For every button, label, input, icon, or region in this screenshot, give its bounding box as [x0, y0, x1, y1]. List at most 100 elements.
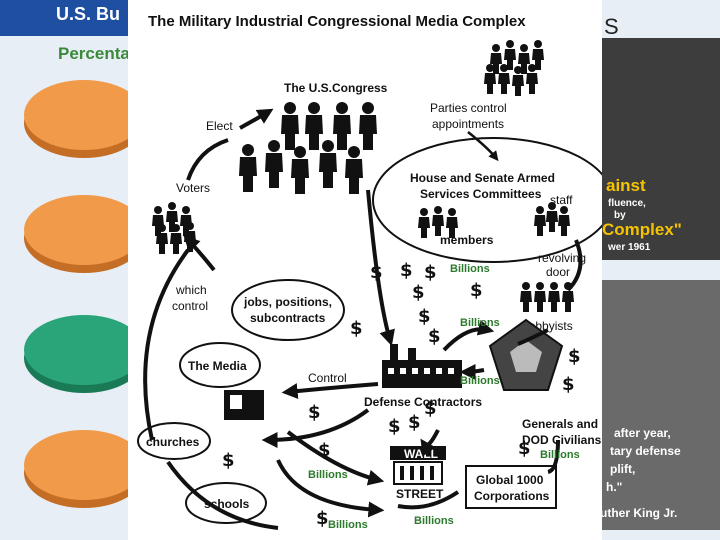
dollar-2: $	[400, 260, 413, 281]
background-photo-2: after year, tary defense plift, h." uthe…	[592, 280, 720, 530]
dollar-1: $	[370, 262, 383, 283]
churches-label: churches	[146, 435, 200, 449]
which-control-label-1: which	[175, 283, 207, 297]
parties-people-icon	[484, 40, 544, 96]
schools-arrow	[276, 459, 385, 518]
tv-screen-icon	[230, 395, 242, 409]
left-loop-arrow	[143, 248, 190, 441]
global-box	[465, 465, 557, 509]
global-label-1: Global 1000	[476, 473, 544, 487]
pentagon-arrow	[459, 363, 485, 380]
jobs-label-1: jobs, positions,	[243, 295, 332, 309]
which-control-label-2: control	[172, 299, 208, 313]
elect-arrow	[239, 108, 274, 130]
diagram-panel: The Military Industrial Congressional Me…	[128, 0, 602, 540]
background-letter: S	[604, 14, 619, 39]
committees-label-2: Services Committees	[420, 187, 542, 201]
revolving-label-2: door	[546, 265, 570, 279]
dollar-9: $	[568, 346, 581, 367]
dollar-4: $	[412, 282, 425, 303]
dollar-11: $	[308, 402, 321, 423]
parties-arrow	[467, 131, 499, 162]
dollar-17: $	[316, 508, 329, 529]
parties-label-2: appointments	[432, 117, 504, 131]
control-arrow	[281, 382, 379, 400]
factory-icon	[382, 344, 462, 388]
background-photo-1: ainst fluence, by Complex" wer 1961	[592, 38, 720, 260]
dollar-3: $	[424, 262, 437, 283]
quote2-line4: h."	[606, 480, 623, 494]
quote1-line3: by	[614, 210, 626, 221]
billions-label-2: Billions	[460, 317, 500, 329]
revolving-label-1: revolving	[538, 251, 586, 265]
quote1-line2: fluence,	[608, 198, 646, 209]
media-bubble	[179, 342, 261, 388]
dollar-18: $	[518, 438, 531, 459]
billions-label-7: Billions	[414, 515, 454, 527]
dollar-16: $	[318, 440, 331, 461]
revolving-arrow	[566, 239, 583, 292]
dollar-6: $	[418, 306, 431, 327]
diagram-title: The Military Industrial Congressional Me…	[148, 13, 526, 30]
billions-label-1: Billions	[450, 263, 490, 275]
dollar-10: $	[562, 374, 575, 395]
lobbyists-people-icon	[520, 282, 574, 312]
voters-label: Voters	[176, 181, 210, 195]
staff-people-icon	[534, 202, 570, 236]
quote2-line2: tary defense	[610, 444, 681, 458]
generals-to-global-arrow	[547, 439, 560, 474]
dollar-5: $	[470, 280, 483, 301]
dollar-15: $	[222, 450, 235, 471]
jobs-bubble	[231, 279, 345, 341]
pie-chart-4	[24, 430, 144, 500]
voters-people-icon	[152, 202, 196, 254]
street-label: STREET	[396, 487, 444, 501]
generals-label-2: DOD Civilians	[522, 433, 602, 447]
billions-label-6: Billions	[328, 519, 368, 531]
committees-ellipse	[372, 137, 602, 263]
congress-to-contractors-arrow	[366, 189, 395, 347]
pentagon-inner-icon	[510, 340, 542, 372]
lobbyists-arrow	[517, 328, 549, 346]
wall-label: WALL	[404, 447, 438, 461]
building-icon	[393, 461, 443, 485]
billions-label-3: Billions	[460, 375, 500, 387]
background-banner	[0, 0, 130, 36]
contractors-arrow	[442, 319, 495, 352]
bottom-loop-arrow	[166, 460, 279, 530]
pie-chart-1	[24, 80, 144, 150]
quote1-line4: Complex"	[602, 220, 682, 239]
background-subtitle: Percenta	[58, 44, 130, 63]
global-label-2: Corporations	[474, 489, 550, 503]
contractors-to-wall-arrow	[420, 429, 440, 457]
dollar-14: $	[424, 398, 437, 419]
schools-bubble	[185, 482, 267, 524]
parties-label-1: Parties control	[430, 101, 507, 115]
control-label: Control	[308, 371, 347, 385]
members-label: members	[440, 233, 494, 247]
dollar-8: $	[350, 318, 363, 339]
billions-label-5: Billions	[308, 469, 348, 481]
pie-chart-2	[24, 195, 144, 265]
jobs-label-2: subcontracts	[250, 311, 326, 325]
diagram-svg: The Military Industrial Congressional Me…	[137, 13, 602, 531]
billions-label-4: Billions	[540, 449, 580, 461]
generals-label-1: Generals and	[522, 417, 598, 431]
staff-label: staff	[550, 193, 573, 207]
churches-bubble	[137, 422, 211, 460]
quote2-line1: after year,	[614, 426, 671, 440]
elect-label: Elect	[206, 119, 233, 133]
congress-label: The U.S.Congress	[284, 81, 388, 95]
dollar-13: $	[408, 412, 421, 433]
global-to-street-arrow	[397, 490, 460, 510]
background-banner-title: U.S. Bu	[56, 4, 121, 24]
contractors-to-churches-arrow	[261, 408, 370, 448]
dollar-12: $	[388, 416, 401, 437]
quote2-line5: uther King Jr.	[600, 506, 678, 520]
voters-arrow	[186, 138, 229, 181]
pie-chart-3	[24, 315, 144, 385]
dollar-7: $	[428, 326, 441, 347]
which-control-arrow	[183, 235, 216, 272]
quote1-line5: wer 1961	[608, 242, 651, 253]
quote1-line1: ainst	[606, 176, 646, 195]
